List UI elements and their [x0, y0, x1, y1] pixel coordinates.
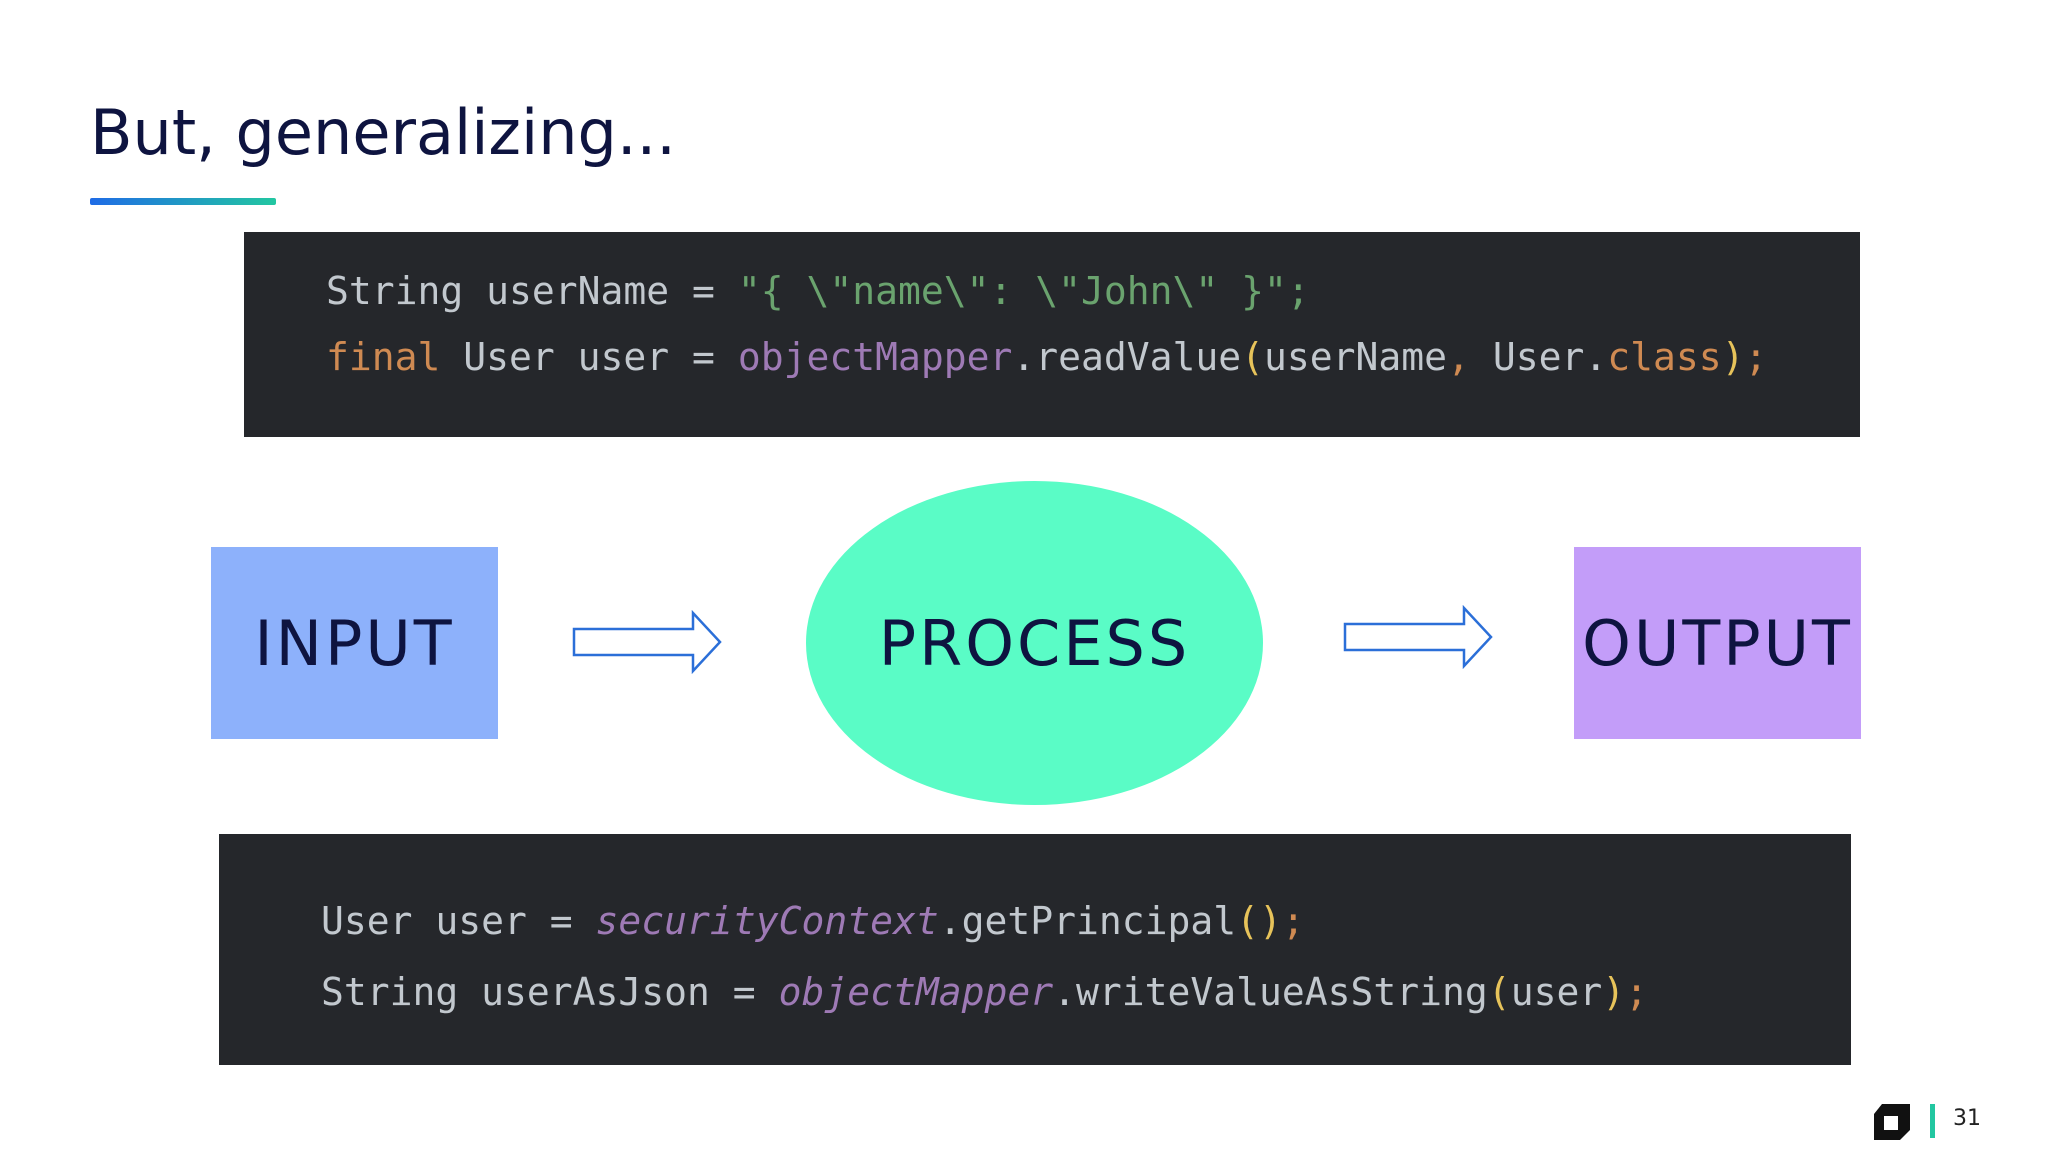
code-paren: ): [1602, 970, 1626, 1014]
title-underline: [90, 198, 276, 205]
code-paren: (: [1487, 970, 1511, 1014]
footer-divider: [1930, 1104, 1935, 1138]
code-token: User user =: [440, 335, 738, 379]
code-method: .writeValueAsString: [1053, 970, 1488, 1014]
code-block-serialize: User user = securityContext.getPrincipal…: [219, 834, 1851, 1065]
slide-title: But, generalizing...: [90, 96, 676, 169]
input-box: INPUT: [211, 547, 498, 739]
code-field: securityContext: [595, 899, 939, 943]
code-token: String userAsJson =: [321, 970, 779, 1014]
code-comma: ,: [1447, 335, 1493, 379]
code-token: user: [1510, 970, 1603, 1014]
code-line: final User user = objectMapper.readValue…: [326, 324, 1860, 390]
code-keyword: class: [1607, 335, 1722, 379]
code-token: User.: [1492, 335, 1608, 379]
code-line: String userAsJson = objectMapper.writeVa…: [321, 957, 1851, 1028]
code-line: String userName = "{ \"name\": \"John\" …: [326, 258, 1860, 324]
code-method: .getPrincipal: [938, 899, 1237, 943]
code-token: String userName =: [326, 269, 738, 313]
code-semicolon: ;: [1625, 970, 1648, 1014]
output-box: OUTPUT: [1574, 547, 1861, 739]
right-arrow-icon: [572, 610, 722, 674]
process-ellipse: PROCESS: [806, 481, 1263, 805]
code-line: User user = securityContext.getPrincipal…: [321, 886, 1851, 957]
code-field: objectMapper: [778, 970, 1054, 1014]
code-token: User user =: [321, 899, 596, 943]
code-block-deserialize: String userName = "{ \"name\": \"John\" …: [244, 232, 1860, 437]
code-method: .readValue: [1012, 335, 1242, 379]
page-number: 31: [1953, 1106, 1981, 1131]
code-paren: ): [1721, 335, 1745, 379]
code-paren: (: [1241, 335, 1265, 379]
code-token: userName: [1264, 335, 1448, 379]
cube-logo-icon: [1874, 1104, 1910, 1140]
code-semicolon: ;: [1744, 335, 1768, 379]
code-string-literal: "{ \"name\": \"John\" }";: [737, 269, 1310, 313]
code-semicolon: ;: [1281, 899, 1305, 943]
code-keyword: final: [326, 335, 441, 379]
code-paren: (): [1236, 899, 1282, 943]
right-arrow-icon: [1343, 605, 1493, 669]
code-field: objectMapper: [737, 335, 1013, 379]
